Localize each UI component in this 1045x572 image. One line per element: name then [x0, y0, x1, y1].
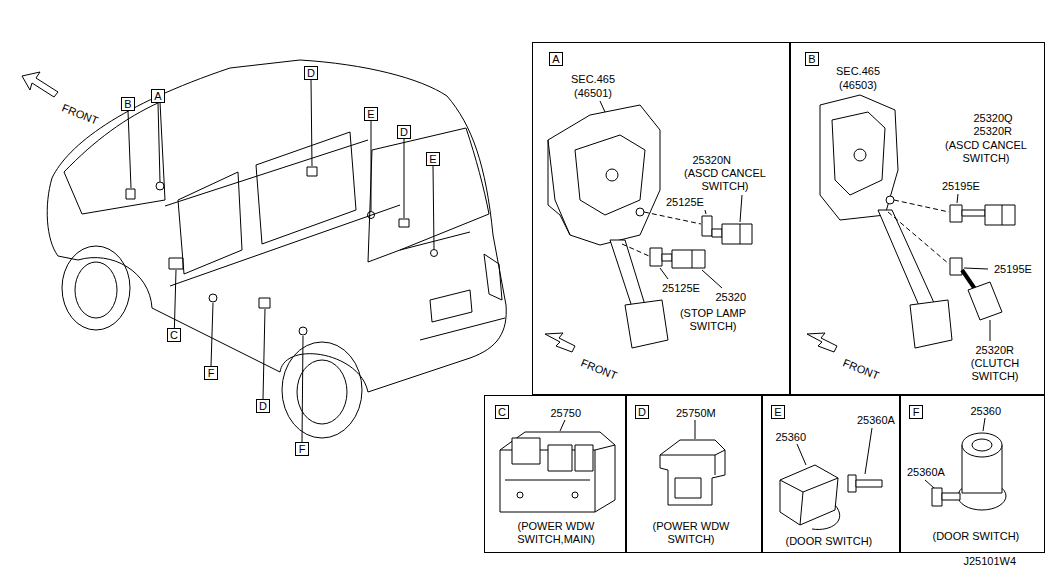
callout-letter-box: D — [256, 399, 270, 413]
part-label: (POWER WDW SWITCH) — [651, 520, 731, 546]
callout-letter-box: E — [771, 405, 785, 419]
callout-letter-box: F — [295, 442, 309, 456]
callout-letter-box: C — [167, 328, 181, 342]
callout-letter-box: B — [805, 52, 819, 66]
front-indicator: FRONT — [60, 101, 100, 127]
part-label: 25360A — [857, 414, 895, 427]
switch-drawings — [500, 418, 1006, 529]
callout-letter: D — [257, 400, 269, 412]
detail-panel: E 25360 25360A (DOOR SWITCH) — [762, 395, 900, 553]
part-label: 25125E — [666, 196, 704, 209]
part-label: (STOP LAMP SWITCH) — [673, 307, 753, 333]
part-label: 25195E — [942, 180, 980, 193]
callout-letter-box: F — [909, 405, 923, 419]
callout-letter: A — [550, 53, 562, 65]
front-arrow — [22, 72, 58, 97]
front-arrow — [807, 333, 837, 352]
callout-letter: C — [168, 329, 180, 341]
callout-letter-box: D — [304, 66, 318, 80]
callout-letter-box: E — [426, 152, 440, 166]
part-label: (DOOR SWITCH) — [933, 530, 1020, 543]
part-label: 25320N — [693, 154, 732, 167]
callout-letter: D — [398, 126, 410, 138]
part-label: 25360 — [776, 431, 807, 444]
part-label: 25320Q — [974, 112, 1013, 125]
car-body — [47, 60, 506, 392]
brake-pedal-drawing — [545, 101, 752, 352]
front-arrow — [545, 333, 575, 352]
drawing-number: J25101W4 — [964, 555, 1017, 568]
callout-letter-box: D — [635, 405, 649, 419]
callout-letter-box: D — [397, 125, 411, 139]
clutch-pedal-drawing — [807, 95, 1015, 352]
part-label: 25195E — [994, 263, 1032, 276]
callout-letter-box: B — [121, 97, 135, 111]
callout-letter-box: A — [151, 89, 165, 103]
part-label: (ASCD CANCEL SWITCH) — [679, 167, 771, 193]
vehicle-drawing — [22, 60, 506, 442]
part-label: 25750 — [551, 407, 582, 420]
part-label: (POWER WDW SWITCH,MAIN) — [514, 520, 599, 546]
part-label: 25320 — [716, 291, 747, 304]
callout-letter: F — [910, 406, 922, 418]
part-label: 25360A — [907, 466, 945, 479]
callout-letter-box: E — [364, 107, 378, 121]
detail-panel: D 25750M (POWER WDW SWITCH) — [626, 395, 762, 553]
callout-letter-box: C — [495, 405, 509, 419]
detail-panel: BSEC.465(46503)25320Q25320R(ASCD CANCEL … — [790, 42, 1045, 395]
callout-letter: E — [772, 406, 784, 418]
callout-letter: E — [427, 153, 439, 165]
part-label: (CLUTCH SWITCH) — [960, 357, 1030, 383]
part-label: FRONT — [841, 356, 881, 382]
part-label: 25320R — [976, 344, 1015, 357]
callout-letter-box: A — [549, 52, 563, 66]
callout-letter: E — [365, 108, 377, 120]
detail-panel: A SEC.465(46501) 25320N(ASCD CANCEL SWITCH… — [532, 42, 790, 395]
detail-panel: C 25750 (POWER WDW SWITCH,MAIN) — [484, 395, 626, 553]
callout-letter: D — [305, 67, 317, 79]
part-label: 25320R — [974, 125, 1013, 138]
callout-letter: B — [122, 98, 134, 110]
part-label: (ASCD CANCEL SWITCH) — [940, 139, 1032, 165]
detail-panel: F 25360 25360A (DOOR SWITCH) — [900, 395, 1045, 553]
part-label: SEC.465 — [571, 73, 615, 86]
callout-letter: F — [205, 367, 217, 379]
part-label: (46503) — [839, 79, 877, 92]
part-label: (46501) — [574, 87, 612, 100]
callout-letter: A — [152, 90, 164, 102]
callout-letter-box: F — [204, 366, 218, 380]
part-label: (DOOR SWITCH) — [786, 535, 873, 548]
callout-letter: D — [636, 406, 648, 418]
part-label: FRONT — [579, 356, 619, 382]
part-label: 25125E — [662, 282, 700, 295]
part-label: 25750M — [676, 407, 716, 420]
callout-letter: B — [806, 53, 818, 65]
part-label: 25360 — [971, 405, 1002, 418]
callout-letter: F — [296, 443, 308, 455]
callout-letter: C — [496, 406, 508, 418]
part-label: SEC.465 — [836, 65, 880, 78]
